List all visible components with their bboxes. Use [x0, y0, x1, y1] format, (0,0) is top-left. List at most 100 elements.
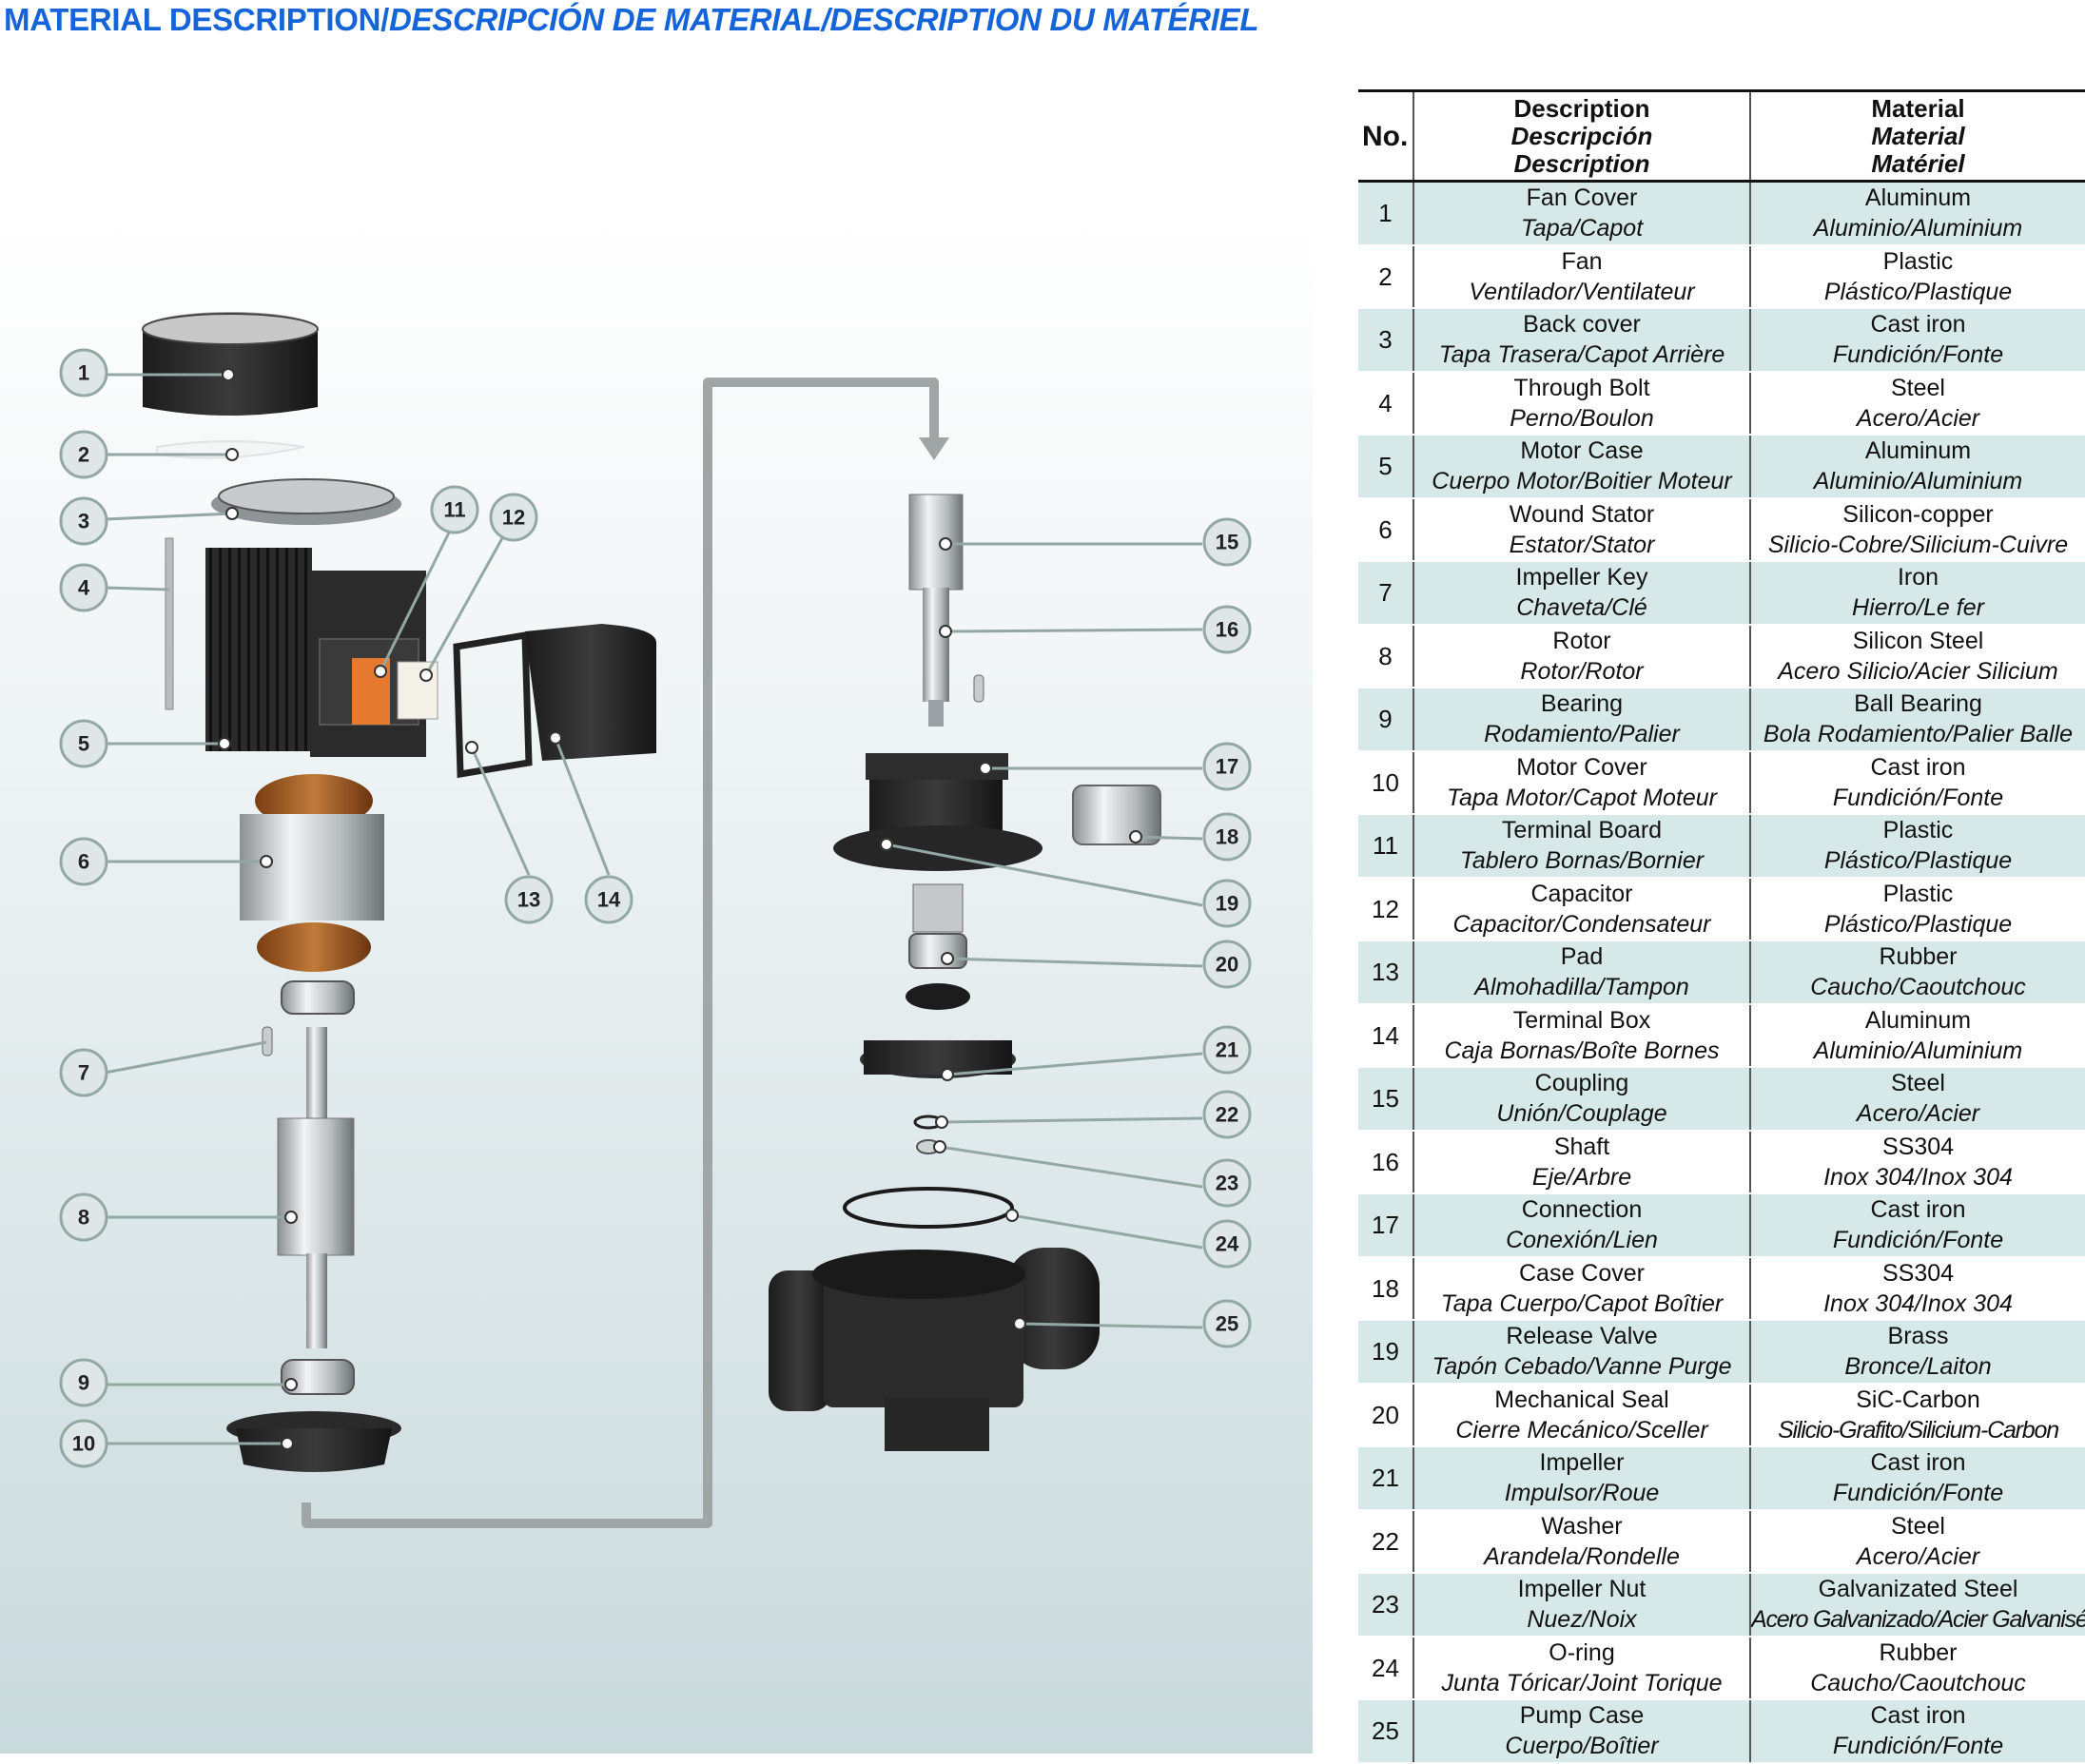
row-number: 17 [1358, 1192, 1413, 1258]
description-english: Motor Cover [1516, 753, 1647, 781]
description-translation: Unión/Couplage [1496, 1100, 1667, 1128]
part-shaft [923, 588, 984, 727]
header-material-en: Material [1871, 93, 1965, 123]
material-table: No. Description Descripción Description … [1358, 89, 2085, 1764]
material-english: SS304 [1881, 1259, 1955, 1287]
material-english: Steel [1891, 1512, 1945, 1540]
row-number: 15 [1358, 1066, 1413, 1132]
row-number: 23 [1358, 1572, 1413, 1638]
part-motor-case [205, 548, 426, 757]
description-translation: Ventilador/Ventilateur [1469, 278, 1695, 305]
row-number: 16 [1358, 1130, 1413, 1194]
exploded-view-diagram: 1 2 3 4 5 6 7 8 9 10 11 12 13 14 15 16 1… [59, 312, 1252, 1528]
material-english: Plastic [1882, 880, 1954, 907]
description-english: Washer [1541, 1512, 1623, 1540]
material-english: Aluminum [1864, 1006, 1972, 1034]
description-english: Fan [1561, 247, 1603, 275]
description-english: Terminal Board [1501, 817, 1663, 844]
part-terminal-box [525, 624, 656, 761]
description-translation: Impulsor/Roue [1504, 1480, 1660, 1507]
part-bearing-upper [281, 980, 355, 1015]
description-english: O-ring [1549, 1638, 1615, 1666]
part-o-ring [843, 1187, 1014, 1229]
callout-8: 8 [59, 1192, 108, 1242]
material-english: Plastic [1882, 817, 1954, 844]
row-number: 10 [1358, 750, 1413, 815]
row-number: 11 [1358, 813, 1413, 879]
row-number: 25 [1358, 1698, 1413, 1764]
description-english: Impeller Key [1515, 564, 1648, 591]
part-impeller [860, 1040, 1016, 1078]
svg-text:5: 5 [78, 732, 89, 756]
description-translation: Rodamiento/Palier [1484, 721, 1680, 748]
description-translation: Tablero Bornas/Bornier [1459, 847, 1705, 875]
svg-text:17: 17 [1216, 755, 1238, 779]
page-title: MATERIAL DESCRIPTION/DESCRIPCIÓN DE MATE… [4, 0, 1259, 44]
material-english: Iron [1897, 564, 1939, 591]
svg-text:23: 23 [1216, 1172, 1238, 1195]
description-translation: Tapa Motor/Capot Moteur [1447, 784, 1717, 811]
title-translations: DESCRIPCIÓN DE MATERIAL/DESCRIPTION DU M… [389, 2, 1259, 37]
svg-text:14: 14 [597, 888, 621, 912]
description-english: Rotor [1552, 627, 1611, 654]
material-english: Rubber [1879, 1638, 1958, 1666]
part-pad [453, 630, 533, 779]
material-english: Steel [1891, 1070, 1945, 1097]
callout-4: 4 [59, 563, 108, 612]
header-description-es: Descripción [1510, 121, 1653, 150]
callout-3: 3 [59, 496, 108, 546]
title-english: MATERIAL DESCRIPTION/ [4, 2, 389, 37]
row-number: 2 [1358, 244, 1413, 309]
material-english: Aluminum [1864, 437, 1972, 465]
description-translation: Nuez/Noix [1527, 1606, 1637, 1634]
part-capacitor [397, 661, 438, 720]
description-english: Coupling [1534, 1070, 1629, 1097]
description-english: Impeller Nut [1517, 1576, 1647, 1603]
callout-14: 14 [584, 875, 633, 924]
material-translation: Acero/Acier [1856, 404, 1980, 432]
svg-text:19: 19 [1216, 892, 1238, 916]
row-number: 22 [1358, 1509, 1413, 1574]
callout-5: 5 [59, 719, 108, 768]
header-material-fr: Matériel [1871, 148, 1965, 178]
description-translation: Arandela/Rondelle [1484, 1542, 1680, 1570]
material-translation: Aluminio/Aluminium [1813, 1037, 2023, 1064]
description-translation: Tapa/Capot [1520, 215, 1644, 242]
svg-text:22: 22 [1216, 1103, 1238, 1127]
material-translation: Silicio-Grafito/Silicium-Carbon [1778, 1416, 2059, 1444]
part-case-cover [1072, 785, 1161, 845]
part-rotor [277, 1027, 355, 1348]
material-english: Cast iron [1870, 1449, 1966, 1477]
material-english: Cast iron [1870, 311, 1966, 339]
part-mechanical-seal [906, 883, 970, 1010]
material-translation: Plástico/Plastique [1823, 278, 2013, 305]
row-number: 7 [1358, 560, 1413, 626]
